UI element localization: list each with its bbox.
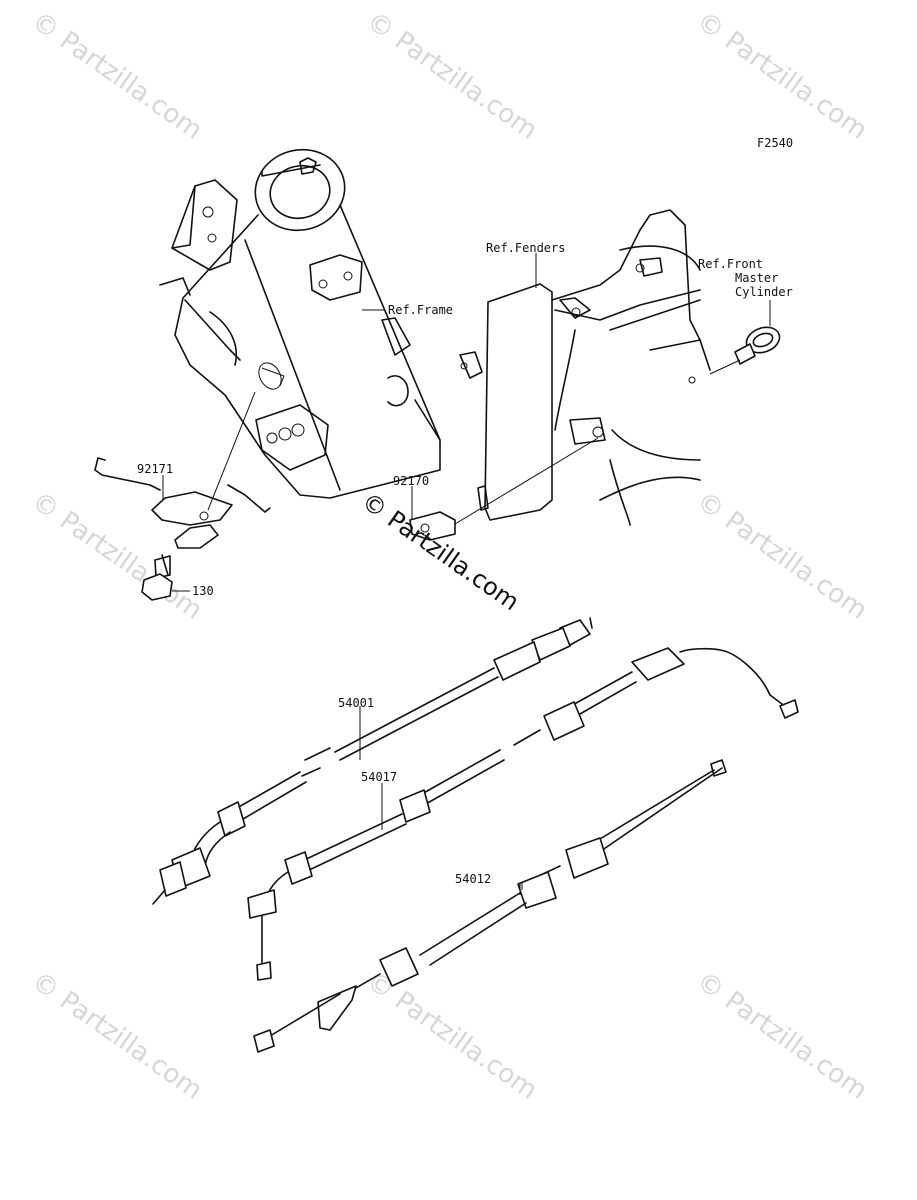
leader-line — [454, 437, 599, 525]
leader-line — [207, 391, 256, 511]
watermark: © Partzilla.com — [691, 6, 873, 146]
bolt-130-illustration — [141, 554, 173, 601]
cable-54012-illustration — [253, 759, 727, 1053]
watermark: © Partzilla.com — [361, 966, 543, 1106]
watermark: © Partzilla.com — [361, 6, 543, 146]
label-part-54001: 54001 — [338, 696, 374, 710]
clamp-92171-illustration — [94, 457, 271, 549]
watermark: © Partzilla.com — [26, 6, 208, 146]
label-part-54012: 54012 — [455, 872, 491, 886]
watermark: © Partzilla.com — [26, 966, 208, 1106]
label-cylinder: Cylinder — [735, 285, 793, 299]
cable-54001-illustration — [152, 617, 593, 905]
clamp-92170-illustration — [409, 511, 456, 541]
label-master: Master — [735, 271, 778, 285]
label-part-54017: 54017 — [361, 770, 397, 784]
label-ref-frame: Ref.Frame — [388, 303, 453, 317]
label-part-92170: 92170 — [393, 474, 429, 488]
master-cylinder-fitting-illustration — [734, 326, 781, 365]
cable-54017-illustration — [247, 647, 799, 981]
fender-illustration — [459, 209, 711, 526]
figure-code: F2540 — [757, 136, 793, 150]
label-part-92171: 92171 — [137, 462, 173, 476]
leader-line — [709, 359, 741, 375]
label-ref-fenders: Ref.Fenders — [486, 241, 565, 255]
watermark: © Partzilla.com — [691, 966, 873, 1106]
label-part-130: 130 — [192, 584, 214, 598]
watermark: © Partzilla.com — [691, 486, 873, 626]
watermark: © Partzilla.com — [26, 486, 208, 626]
label-ref-front: Ref.Front — [698, 257, 763, 271]
watermark-center: © Partzilla.com — [357, 487, 525, 616]
frame-illustration — [159, 148, 441, 499]
